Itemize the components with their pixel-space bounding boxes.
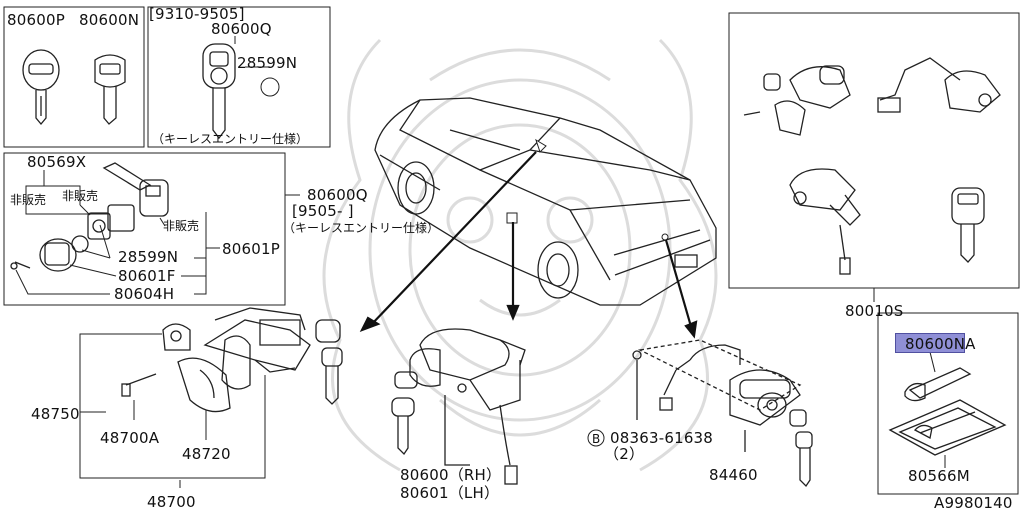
part-label-ignition-bracket[interactable]: 48720 bbox=[182, 445, 231, 463]
part-label-key-blank[interactable]: 80600N bbox=[79, 11, 140, 29]
date-range-label: [9310-9505] bbox=[149, 5, 245, 23]
ignition-leader-lines bbox=[79, 333, 266, 488]
key-box-keyless bbox=[147, 6, 331, 148]
leader-line bbox=[929, 351, 936, 373]
part-label-door-lock-rh[interactable]: 80600（RH） bbox=[400, 466, 502, 484]
fob-box bbox=[3, 152, 286, 306]
part-label-key-q-top[interactable]: 80600Q bbox=[211, 20, 272, 38]
highlighted-part-marker bbox=[895, 333, 965, 353]
part-label-ignition-clamp[interactable]: 48700A bbox=[100, 429, 160, 447]
part-label-key-nissan[interactable]: 80600P bbox=[7, 11, 65, 29]
not-sold-label-mid: 非販売 bbox=[62, 189, 99, 203]
keyless-key-icon bbox=[202, 43, 236, 140]
part-label-door-lock-lh[interactable]: 80601（LH） bbox=[400, 484, 500, 502]
lock-set-parts-icon bbox=[743, 57, 1001, 275]
master-key-box bbox=[877, 312, 1019, 495]
part-label-battery-top[interactable]: 28599N bbox=[237, 54, 298, 72]
fob-leader-lines bbox=[15, 170, 300, 295]
vehicle-outline bbox=[374, 97, 717, 306]
trunk-lock-marker bbox=[661, 233, 669, 241]
master-key-suffix: A bbox=[965, 335, 976, 353]
diagram-id: A9980140 bbox=[934, 494, 1013, 512]
part-label-master-key[interactable]: 80600NA bbox=[905, 336, 976, 352]
key-box-left bbox=[3, 6, 145, 148]
part-label-trunk-lock[interactable]: 84460 bbox=[709, 466, 758, 484]
door-handle-marker bbox=[506, 212, 518, 224]
part-label-battery-fob[interactable]: 28599N bbox=[118, 248, 179, 266]
part-label-fob-screw[interactable]: 80604H bbox=[114, 285, 175, 303]
keyless-note-right: （キーレスエントリー仕様） bbox=[283, 221, 440, 235]
watermark-emblem bbox=[322, 38, 718, 472]
bolt-marker-circle bbox=[587, 429, 605, 447]
master-key-icon bbox=[904, 367, 972, 402]
key-plate-icon bbox=[888, 399, 1007, 456]
part-label-ignition-body[interactable]: 48750 bbox=[31, 405, 80, 423]
door-lock-marker bbox=[535, 138, 547, 153]
pointer-arrows bbox=[359, 151, 698, 339]
part-label-bolt[interactable]: 08363-61638 bbox=[610, 429, 714, 447]
door-lock-cylinder-icon bbox=[391, 328, 526, 485]
part-label-fob-cover[interactable]: 80601F bbox=[118, 267, 176, 285]
master-key-number: 80600N bbox=[905, 335, 966, 353]
battery-icon bbox=[260, 77, 280, 97]
part-label-key-q-right[interactable]: 80600Q bbox=[307, 186, 368, 204]
ignition-assembly-icon bbox=[121, 307, 343, 413]
part-label-fob-case[interactable]: 80569X bbox=[27, 153, 87, 171]
not-sold-label-left: 非販売 bbox=[10, 193, 47, 207]
nissan-key-icon bbox=[22, 49, 60, 126]
part-label-lock-set[interactable]: 80010S bbox=[845, 302, 904, 320]
lock-set-box bbox=[728, 12, 1020, 289]
part-label-fob-assembly[interactable]: 80601P bbox=[222, 240, 280, 258]
not-sold-label-right: 非販売 bbox=[163, 219, 200, 233]
part-label-key-plate[interactable]: 80566M bbox=[908, 467, 970, 485]
trunk-lock-icon bbox=[632, 339, 813, 488]
bolt-quantity: （2） bbox=[604, 445, 645, 463]
keyless-note-top: （キーレスエントリー仕様） bbox=[152, 132, 309, 146]
date-range-label-2: [9505- ] bbox=[292, 202, 354, 220]
bolt-circle-letter: B bbox=[592, 432, 601, 446]
blank-key-icon bbox=[94, 54, 126, 125]
fob-parts-icon bbox=[10, 162, 169, 272]
part-label-ignition-assembly[interactable]: 48700 bbox=[147, 493, 196, 511]
